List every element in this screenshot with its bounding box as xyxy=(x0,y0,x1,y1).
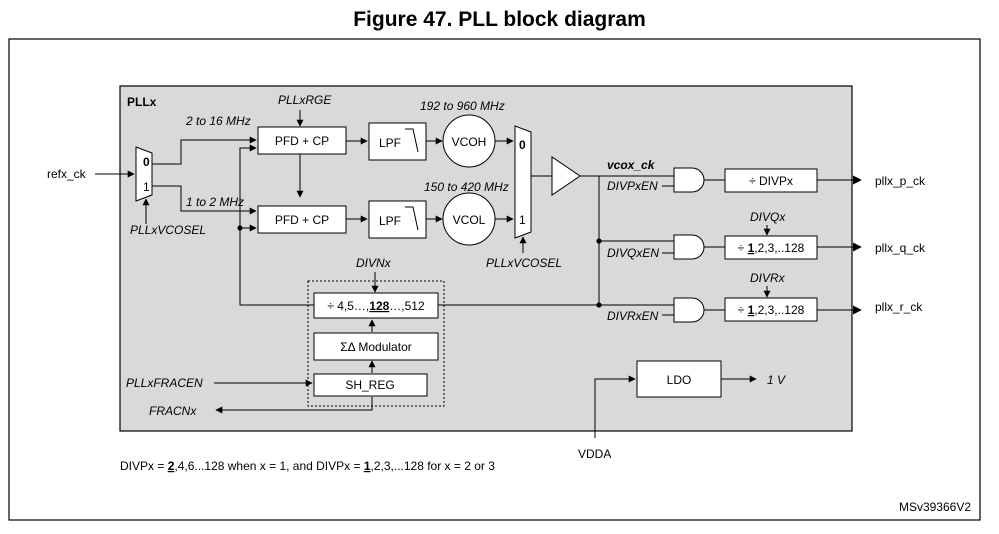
sigma-delta-label: ΣΔ Modulator xyxy=(340,340,411,354)
divpxen-label: DIVPxEN xyxy=(607,179,658,193)
divr-label: ÷ 1,2,3,..128 xyxy=(738,303,805,317)
lpf-high-block xyxy=(368,122,427,161)
vdda-label: VDDA xyxy=(578,447,611,461)
sigma-delta-block xyxy=(313,332,439,361)
divnx-label: DIVNx xyxy=(356,256,392,270)
one-v-label: 1 V xyxy=(767,373,786,387)
divqx-label: DIVQx xyxy=(750,210,786,224)
pfd-cp-high-block xyxy=(257,126,347,155)
pfd-cp-high-label: PFD + CP xyxy=(275,134,329,148)
pllxvcosel-out-label: PLLxVCOSEL xyxy=(486,256,562,270)
lpf-low-block xyxy=(368,200,427,239)
and-gate-q xyxy=(673,234,705,260)
divn-block xyxy=(313,292,439,319)
ldo-label: LDO xyxy=(667,373,692,387)
lpf-high-icon xyxy=(405,128,419,153)
divrxen-label: DIVRxEN xyxy=(607,309,659,323)
vcol-label: VCOL xyxy=(453,213,486,227)
vcoh-range-label: 192 to 960 MHz xyxy=(420,99,505,113)
divq-label: ÷ 1,2,3,..128 xyxy=(738,241,805,255)
fracnx-label: FRACNx xyxy=(149,404,197,418)
input-mux-0: 0 xyxy=(143,155,150,169)
vco-mux xyxy=(514,125,532,239)
divp-label: ÷ DIVPx xyxy=(749,174,793,188)
pllx-label: PLLx xyxy=(127,95,157,109)
vcox-ck-label: vcox_ck xyxy=(607,158,656,172)
pfd-cp-low-label: PFD + CP xyxy=(275,213,329,227)
figure-title: Figure 47. PLL block diagram xyxy=(353,8,646,31)
vdda-wire xyxy=(594,375,636,438)
mux-to-pfd2-wire xyxy=(152,185,257,215)
pllx-q-ck-label: pllx_q_ck xyxy=(875,241,926,255)
vcoh-label: VCOH xyxy=(452,135,487,149)
ldo-block xyxy=(636,360,722,398)
range-high-label: 2 to 16 MHz xyxy=(185,114,251,128)
divrx-label: DIVRx xyxy=(750,271,786,285)
divn-label: ÷ 4,5…,128…,512 xyxy=(327,299,425,313)
sh-reg-block xyxy=(313,373,428,397)
range-low-label: 1 to 2 MHz xyxy=(186,195,244,209)
feedback-junction xyxy=(237,225,243,231)
pllxrge-label: PLLxRGE xyxy=(278,93,332,107)
pllx-r-ck-label: pllx_r_ck xyxy=(875,300,923,314)
vco-mux-0: 0 xyxy=(519,138,526,152)
pllxvcosel-in-label: PLLxVCOSEL xyxy=(130,223,206,237)
lpf-low-icon xyxy=(405,206,419,231)
pllx-p-ck-label: pllx_p_ck xyxy=(875,174,926,188)
input-mux xyxy=(135,146,153,202)
document-id: MSv39366V2 xyxy=(899,500,971,514)
vco-mux-1: 1 xyxy=(519,213,526,227)
refx-ck-label: refx_ck xyxy=(47,167,87,181)
sh-reg-label: SH_REG xyxy=(345,378,394,392)
pllxfracen-label: PLLxFRACEN xyxy=(126,376,203,390)
mux-to-pfd1-wire xyxy=(152,136,257,165)
and-gate-p xyxy=(673,167,705,193)
fracnx-wire xyxy=(215,397,373,414)
and-gate-r xyxy=(673,297,705,323)
vcol-range-label: 150 to 420 MHz xyxy=(424,180,509,194)
footnote: DIVPx = 2,4,6...128 when x = 1, and DIVP… xyxy=(120,459,495,473)
divqxen-label: DIVQxEN xyxy=(607,246,659,260)
buffer-triangle xyxy=(551,156,581,196)
input-mux-1: 1 xyxy=(143,180,150,194)
lpf-high-label: LPF xyxy=(379,136,401,150)
pfd-cp-low-block xyxy=(257,205,347,234)
lpf-low-label: LPF xyxy=(379,214,401,228)
divn-group xyxy=(307,280,445,407)
